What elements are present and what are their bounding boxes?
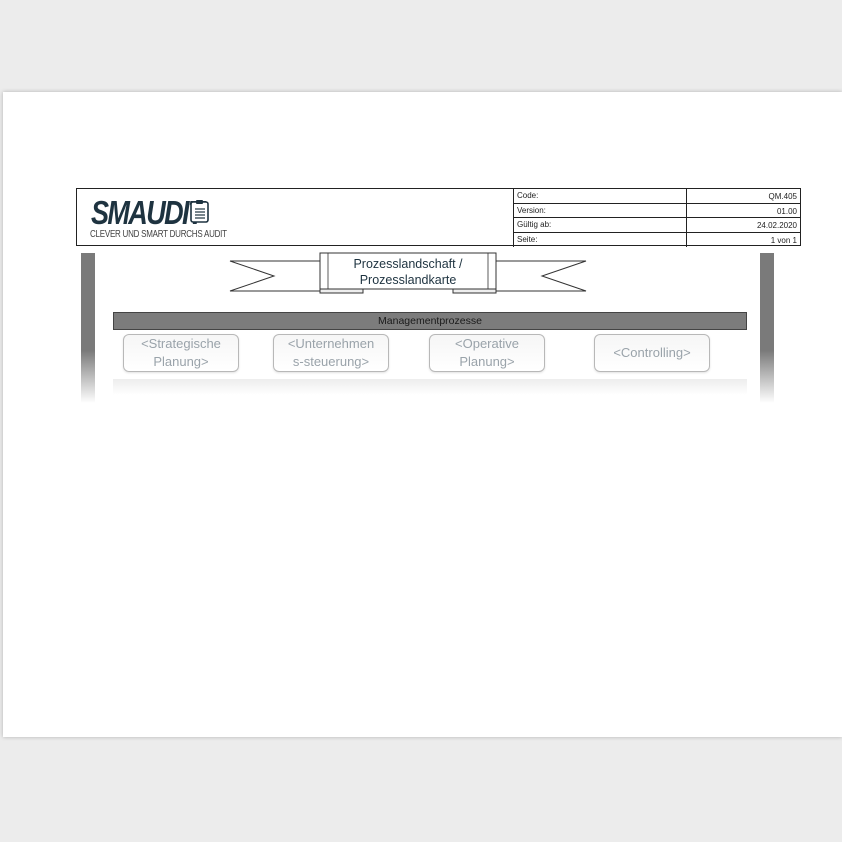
process-operative-planning[interactable]: <Operative Planung> (429, 334, 545, 372)
process-label: s-steuerung> (292, 354, 370, 369)
document-meta-table: Code: QM.405 Version: 01.00 Gültig ab: 2… (514, 189, 802, 247)
title-line-1: Prozesslandschaft / (353, 257, 463, 271)
title-ribbon (229, 252, 587, 294)
logo-tagline: CLEVER UND SMART DURCHS AUDIT (90, 229, 227, 240)
document-header: SMAUDIT CLEVER UND SMART DURCHS AUDIT Co… (76, 188, 802, 247)
meta-label: Code: (517, 191, 539, 200)
meta-row-code: Code: QM.405 (514, 189, 800, 204)
meta-value: QM.405 (686, 189, 800, 203)
meta-row-valid-from: Gültig ab: 24.02.2020 (514, 218, 800, 233)
meta-label: Version: (517, 205, 546, 215)
meta-value: 24.02.2020 (686, 218, 800, 232)
process-controlling[interactable]: <Controlling> (594, 334, 710, 372)
logo-wordmark: SMAUDIT (91, 194, 204, 231)
process-label: <Unternehmen (287, 336, 375, 351)
clipboard-icon (190, 200, 209, 223)
left-side-bar (81, 253, 95, 403)
meta-row-version: Version: 01.00 (514, 203, 800, 218)
process-label: Planung> (153, 354, 209, 369)
document-page: SMAUDIT CLEVER UND SMART DURCHS AUDIT Co… (3, 92, 842, 737)
meta-value: 1 von 1 (686, 232, 800, 247)
meta-row-page: Seite: 1 von 1 (514, 232, 800, 247)
faded-process-row (113, 379, 747, 395)
title-line-2: Prozesslandkarte (359, 273, 457, 287)
meta-label: Seite: (517, 234, 538, 244)
logo-area: SMAUDIT CLEVER UND SMART DURCHS AUDIT (77, 189, 514, 247)
process-label: <Operative (455, 336, 519, 351)
management-processes-bar: Managementprozesse (113, 312, 747, 330)
process-company-control[interactable]: <Unternehmen s-steuerung> (273, 334, 389, 372)
page-title: Prozesslandschaft / Prozesslandkarte (319, 256, 497, 288)
meta-value: 01.00 (686, 203, 800, 217)
process-label: <Strategische (141, 336, 221, 351)
meta-label: Gültig ab: (517, 220, 552, 229)
process-strategic-planning[interactable]: <Strategische Planung> (123, 334, 239, 372)
process-label: Planung> (459, 354, 515, 369)
process-label: <Controlling> (613, 345, 691, 360)
right-side-bar (760, 253, 774, 403)
